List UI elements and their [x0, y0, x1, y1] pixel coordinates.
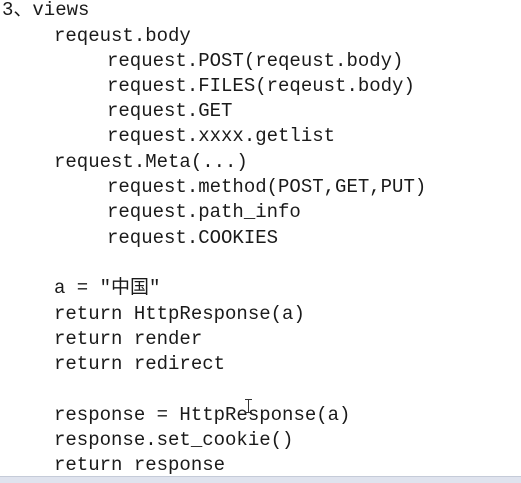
window-bottom-edge	[0, 476, 521, 483]
code-line: return HttpResponse(a)	[54, 303, 305, 325]
i-beam-cursor-icon	[245, 399, 252, 413]
code-line: request.xxxx.getlist	[107, 125, 336, 147]
code-line: return render	[54, 328, 203, 350]
code-line: request.GET	[107, 100, 233, 122]
code-line: response = HttpResponse(a)	[54, 404, 351, 426]
code-line: a = "中国"	[54, 277, 161, 299]
code-line: request.COOKIES	[107, 227, 279, 249]
code-line: response.set_cookie()	[54, 429, 294, 451]
code-line: return response	[54, 454, 226, 476]
code-line: request.Meta(...)	[54, 151, 248, 173]
section-heading: 3、views	[2, 0, 90, 21]
code-line: request.method(POST,GET,PUT)	[107, 176, 427, 198]
code-line: return redirect	[54, 353, 226, 375]
code-line: request.FILES(reqeust.body)	[107, 75, 415, 97]
code-line: request.path_info	[107, 201, 301, 223]
code-line: reqeust.body	[54, 25, 191, 47]
code-line: request.POST(reqeust.body)	[107, 50, 404, 72]
